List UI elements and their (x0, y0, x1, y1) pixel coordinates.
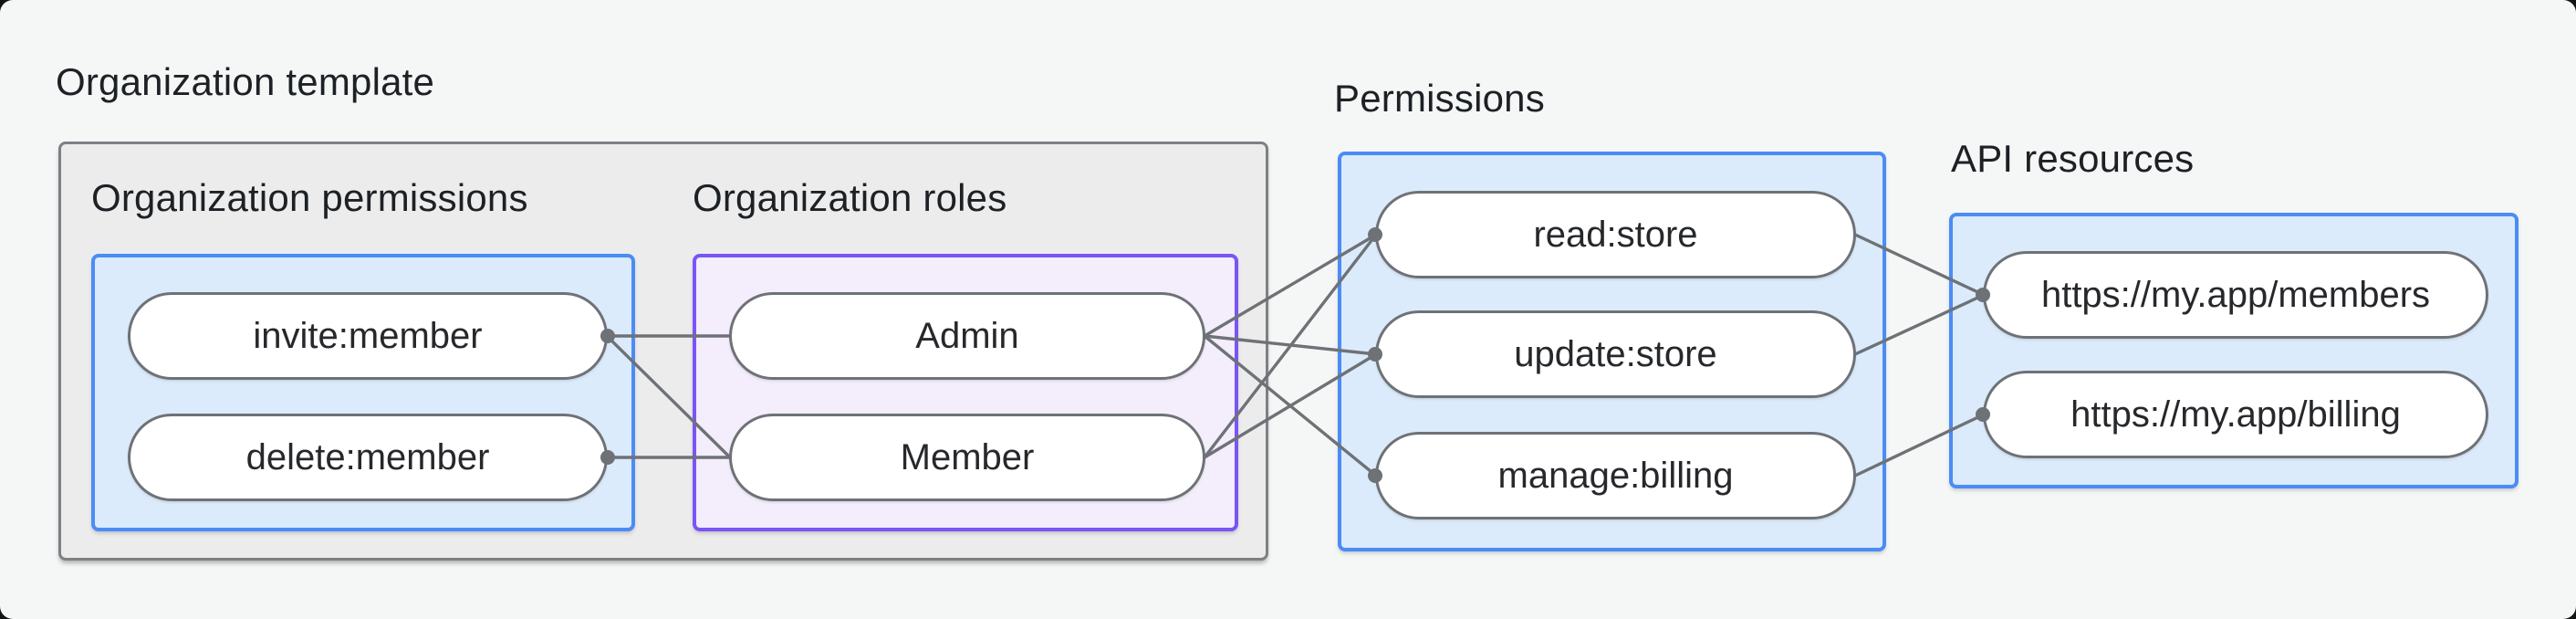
api-resources-box: https://my.app/members https://my.app/bi… (1949, 213, 2519, 488)
node-api-members: https://my.app/members (1983, 251, 2488, 339)
node-delete-member: delete:member (128, 414, 608, 501)
node-delete-member-label: delete:member (245, 436, 490, 477)
node-invite-member-label: invite:member (253, 315, 483, 356)
node-read-store: read:store (1375, 191, 1856, 278)
node-update-store-label: update:store (1514, 333, 1717, 374)
node-manage-billing: manage:billing (1375, 432, 1856, 519)
org-roles-box: Admin Member (693, 254, 1238, 531)
permissions-box: read:store update:store manage:billing (1338, 152, 1886, 551)
org-template-box: Organization permissions invite:member d… (58, 142, 1268, 561)
node-update-store: update:store (1375, 310, 1856, 398)
node-member: Member (729, 414, 1205, 501)
node-admin-label: Admin (915, 315, 1019, 356)
node-manage-billing-label: manage:billing (1497, 455, 1734, 496)
org-permissions-box: invite:member delete:member (91, 254, 635, 531)
node-read-store-label: read:store (1533, 214, 1698, 255)
permissions-label: Permissions (1334, 77, 1545, 120)
node-admin: Admin (729, 292, 1205, 380)
org-roles-label: Organization roles (693, 176, 1007, 219)
node-api-billing: https://my.app/billing (1983, 371, 2488, 458)
api-resources-label: API resources (1951, 137, 2195, 180)
node-api-members-label: https://my.app/members (2040, 274, 2431, 315)
node-member-label: Member (900, 436, 1035, 477)
org-permissions-label: Organization permissions (91, 176, 528, 219)
org-template-label: Organization template (56, 60, 435, 103)
node-api-billing-label: https://my.app/billing (2070, 393, 2401, 435)
node-invite-member: invite:member (128, 292, 608, 380)
